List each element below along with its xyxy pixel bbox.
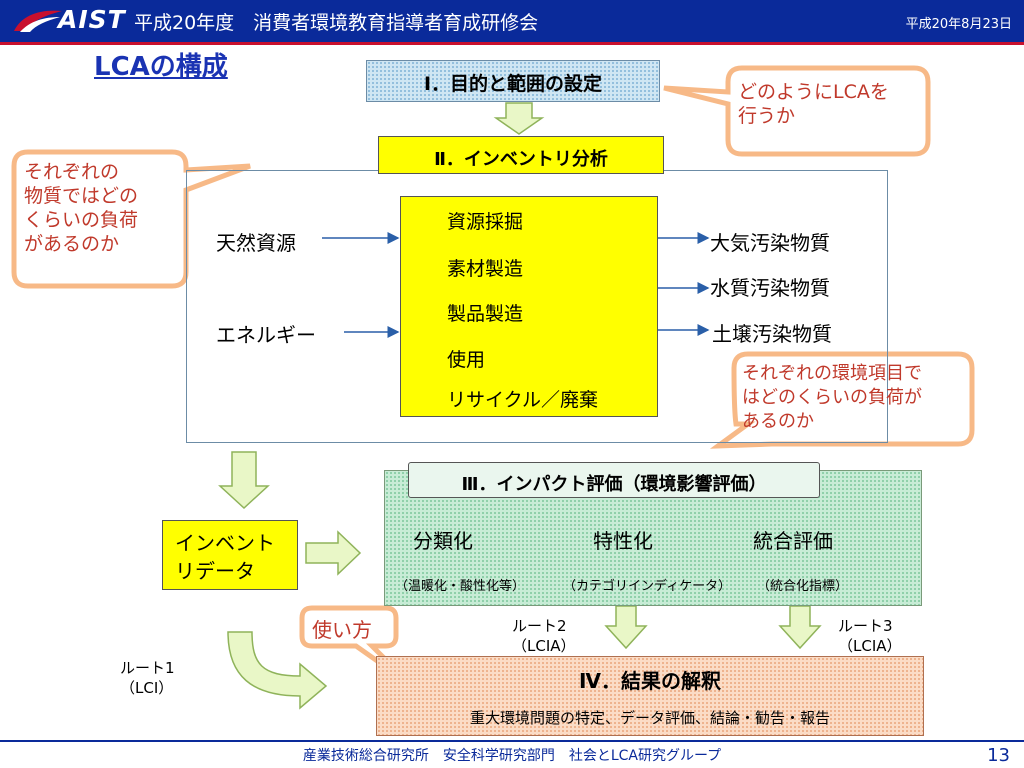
stage2-label: Ⅱ．インベントリ分析 [434,149,608,170]
step-note: （カテゴリインディケータ） [563,579,732,594]
output-air-pollutants: 大気汚染物質 [710,231,830,255]
callout-amount-line: くらいの負荷 [24,209,139,231]
route2-label: ルート2 （LCIA） [512,616,576,656]
callout-amount-line: 物質ではどの [24,185,139,207]
down-block-arrow-2 [218,451,270,510]
callout-amount-line: があるのか [24,233,120,255]
stage4-box: Ⅳ．結果の解釈 重大環境問題の特定、データ評価、結論・勧告・報告 [376,656,924,736]
route2-arrow [604,605,648,650]
callout-env-line: それぞれの環境項目で [742,363,922,384]
logo-text: AIST [58,5,126,34]
page-number: 13 [987,745,1010,766]
stage1-box: Ⅰ．目的と範囲の設定 [366,60,660,102]
footer-rule [0,740,1024,742]
inventory-data-box: インベント リデータ [162,520,298,590]
callout-how-line1: どのようにLCAを [738,81,889,103]
callout-amount-line: それぞれの [24,161,120,183]
route2-line1: ルート2 [512,617,567,635]
callout-amount-text: それぞれの 物質ではどの くらいの負荷 があるのか [24,160,138,256]
stage3-title-box: Ⅲ．インパクト評価（環境影響評価） [408,462,820,498]
input-energy: エネルギー [216,323,316,347]
aist-logo-icon [14,10,62,32]
step-note: （温暖化・酸性化等） [395,579,526,594]
step-characterization: 特性化 [593,529,653,553]
process-item: 資源採掘 [447,211,524,233]
process-item: 使用 [447,349,486,371]
route3-label: ルート3 （LCIA） [838,616,902,656]
header-date: 平成20年8月23日 [905,17,1012,32]
usage-label: 使い方 [312,618,372,642]
process-item: 製品製造 [447,303,524,325]
inventory-data-line1: インベント [175,531,275,555]
callout-env-shape [709,351,975,449]
callout-amount-shape [11,149,251,289]
inventory-data-text: インベント リデータ [175,529,275,585]
route3-arrow [778,605,822,650]
route1-arrow [227,631,328,710]
footer-text: 産業技術総合研究所 安全科学研究部門 社会とLCA研究グループ [302,748,722,764]
route1-line2: （LCI） [120,679,174,697]
step-classification: 分類化 [413,529,473,553]
stage1-label: Ⅰ．目的と範囲の設定 [423,73,603,95]
input-natural-resources: 天然資源 [216,231,296,255]
header-title: 平成20年度 消費者環境教育指導者育成研修会 [134,12,539,34]
route3-line2: （LCIA） [838,637,902,655]
down-block-arrow-1 [493,102,545,135]
callout-env-text: それぞれの環境項目で はどのくらいの負荷が あるのか [742,362,922,434]
callout-env-line: はどのくらいの負荷が [742,387,922,408]
header-rule [0,42,1024,45]
right-block-arrow [305,530,362,576]
process-item: 素材製造 [447,258,524,280]
process-box: 資源採掘 素材製造 製品製造 使用 リサイクル／廃棄 [400,196,658,417]
callout-how-line2: 行うか [738,105,796,127]
stage4-label: Ⅳ．結果の解釈 [579,669,721,693]
stage3-label: Ⅲ．インパクト評価（環境影響評価） [461,474,767,495]
route3-line1: ルート3 [838,617,893,635]
callout-how-shape [663,65,931,157]
stage2-box: Ⅱ．インベントリ分析 [378,136,664,174]
inventory-data-line2: リデータ [175,559,255,583]
output-soil-pollutants: 土壌汚染物質 [712,322,832,346]
output-water-pollutants: 水質汚染物質 [710,276,830,300]
stage4-subtitle: 重大環境問題の特定、データ評価、結論・勧告・報告 [469,709,830,727]
step-note: （統合化指標） [757,579,849,594]
step-integrated-evaluation: 統合評価 [753,529,833,553]
callout-how-text: どのようにLCAを 行うか [738,80,889,128]
callout-env-line: あるのか [742,411,814,432]
route2-line2: （LCIA） [512,637,576,655]
header-bar [0,0,1024,42]
page-title: LCAの構成 [94,52,228,82]
route1-label: ルート1 （LCI） [120,658,175,698]
process-item: リサイクル／廃棄 [447,389,599,411]
route1-line1: ルート1 [120,659,175,677]
